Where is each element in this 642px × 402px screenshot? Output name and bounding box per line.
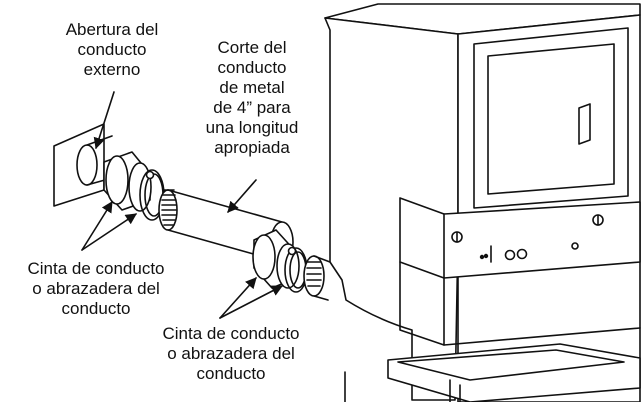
- label-clamp-2: Cinta de conducto o abrazadera del condu…: [162, 324, 300, 383]
- stacked-dryer-unit: [324, 3, 641, 402]
- arrow-clamp1-a: [81, 201, 113, 251]
- duct-clamp: [284, 246, 308, 293]
- arrow-duct: [227, 179, 257, 213]
- label-duct-cut: Corte del conducto de metal de 4” para u…: [205, 38, 299, 157]
- control-knob-icon: [451, 231, 463, 243]
- dryer-exhaust-stub: [303, 255, 331, 301]
- arrow-vent: [93, 91, 115, 150]
- label-clamp-1: Cinta de conducto o abrazadera del condu…: [27, 259, 165, 318]
- control-knob-icon: [592, 214, 604, 226]
- arrow-clamp1-b: [81, 213, 137, 251]
- label-vent-opening: Abertura del conducto externo: [65, 20, 159, 79]
- arrow-clamp2-b: [219, 285, 283, 319]
- arrow-clamp2-a: [219, 277, 257, 319]
